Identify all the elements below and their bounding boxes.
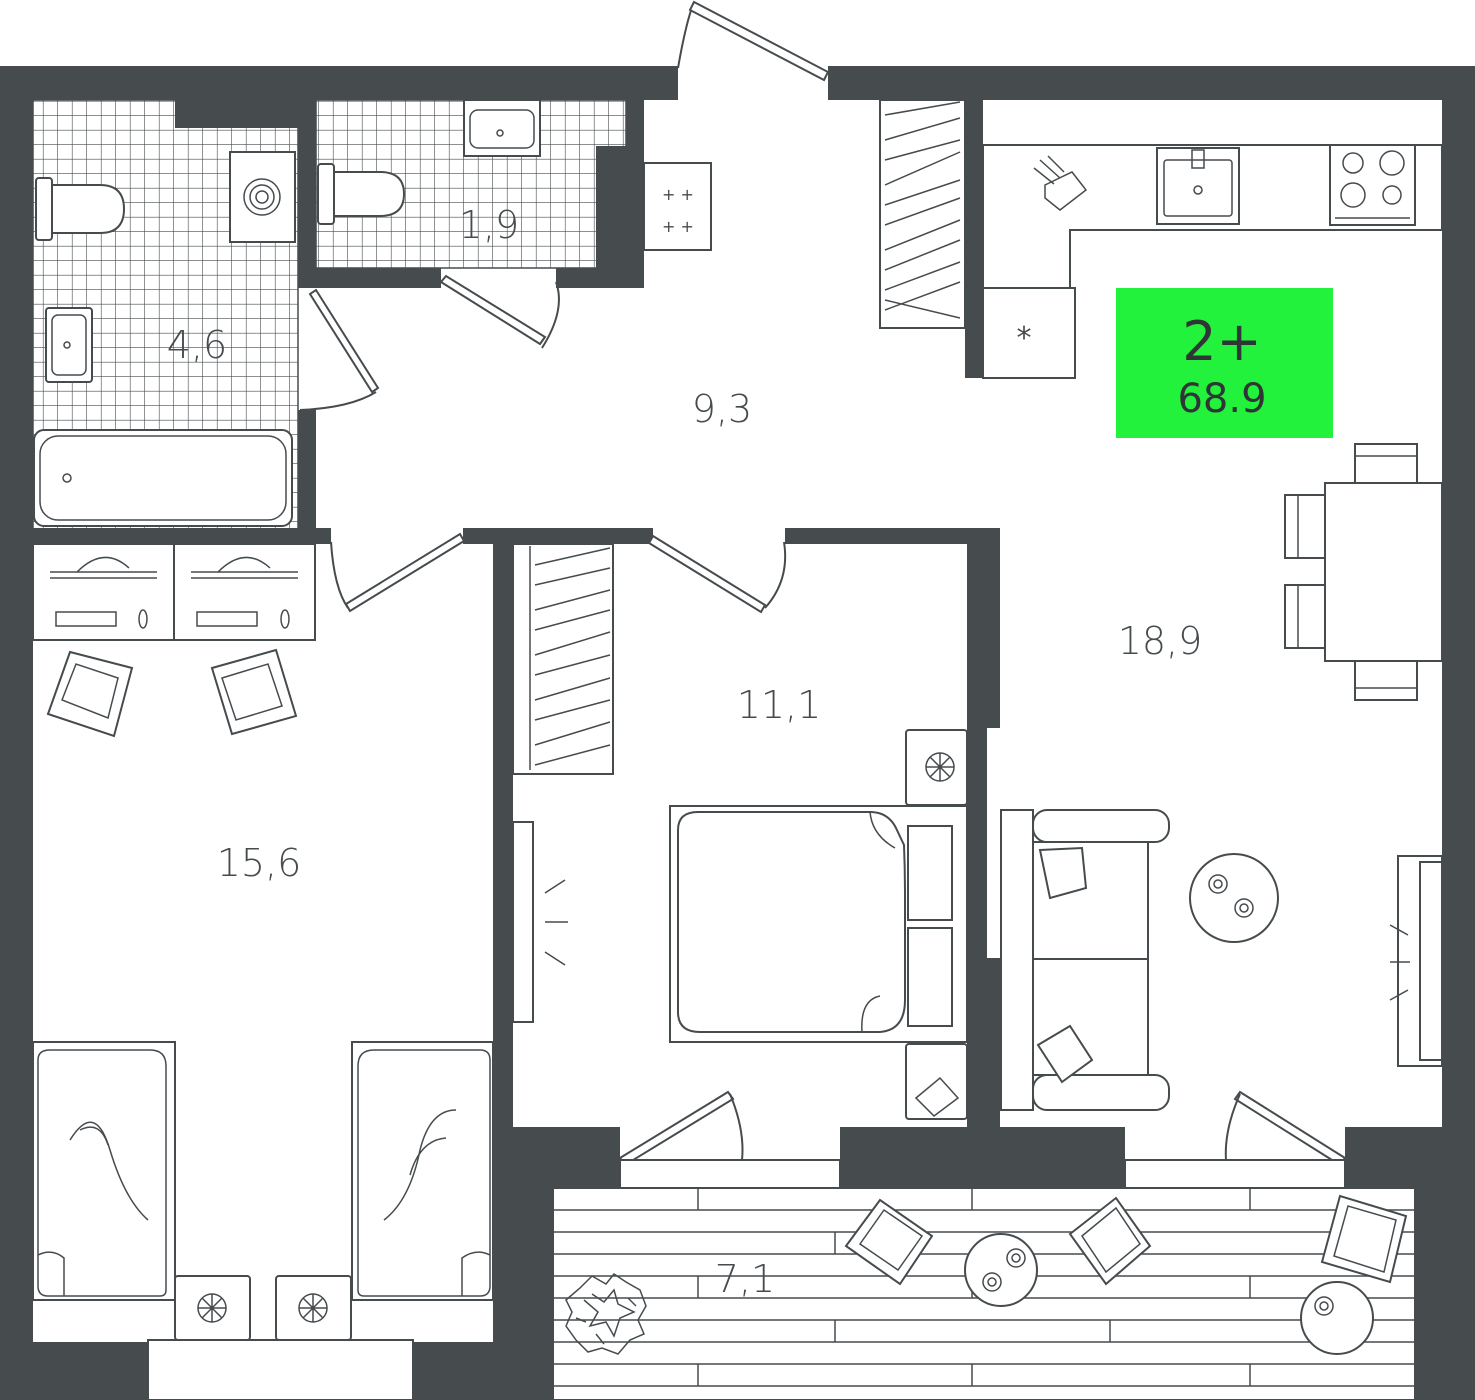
washing-machine	[229, 151, 296, 243]
dining-table	[1284, 443, 1443, 701]
desks	[32, 543, 316, 641]
fridge: *	[982, 287, 1076, 379]
badge-background	[1116, 288, 1333, 438]
single-bed-left	[32, 1041, 176, 1301]
stove	[1329, 144, 1416, 226]
balcony-door-left[interactable]	[618, 1090, 841, 1189]
kitchen-living-area: 18,9	[1118, 619, 1203, 663]
svg-text:+ +: + +	[662, 217, 694, 236]
electrical-panel: + + + +	[643, 162, 712, 251]
toilet-area: 1,9	[459, 203, 519, 247]
svg-text:*: *	[1017, 321, 1032, 356]
single-bed-right	[351, 1041, 494, 1301]
apartment-badge: 2+ 68.9	[1116, 288, 1333, 438]
sofa	[1000, 809, 1170, 1111]
entrance-door[interactable]	[677, 0, 830, 82]
hall-area: 9,3	[692, 387, 752, 431]
kids-room-door[interactable]	[330, 532, 466, 613]
bedroom-tv	[512, 821, 568, 1023]
bathroom-door[interactable]	[299, 288, 380, 411]
bedroom-wardrobe	[512, 543, 614, 775]
toilet-room-sink	[463, 99, 541, 157]
kids-room-area: 15,6	[217, 841, 302, 885]
bedside-table-top	[905, 729, 968, 806]
bathroom-toilet	[35, 177, 126, 241]
bathroom-area: 4,6	[167, 323, 227, 367]
kids-room-window	[147, 1339, 414, 1400]
toilet-door[interactable]	[439, 274, 560, 349]
plant-icon	[565, 1272, 647, 1355]
bathroom-sink	[45, 307, 93, 383]
bedroom-area: 11,1	[737, 683, 822, 727]
kitchen-utensils-icon	[1033, 155, 1088, 211]
desk-chairs	[46, 648, 298, 738]
balcony-furniture	[844, 1194, 1408, 1355]
bathtub	[33, 429, 293, 527]
coffee-table	[1189, 853, 1279, 943]
balcony-area: 7,1	[715, 1257, 775, 1301]
badge-rooms: 2+	[1182, 310, 1262, 373]
badge-total-area: 68.9	[1177, 376, 1266, 422]
toilet-room-toilet	[317, 163, 406, 225]
tv-stand	[1389, 855, 1443, 1067]
hall-wardrobe	[879, 99, 966, 329]
bedroom-door[interactable]	[647, 534, 787, 614]
walls	[0, 66, 1475, 1400]
bedside-table-bottom	[905, 1043, 968, 1120]
kids-bedside-tables	[174, 1275, 352, 1341]
kitchen-sink	[1156, 147, 1240, 225]
svg-text:+ +: + +	[662, 185, 694, 204]
double-bed	[669, 805, 968, 1043]
